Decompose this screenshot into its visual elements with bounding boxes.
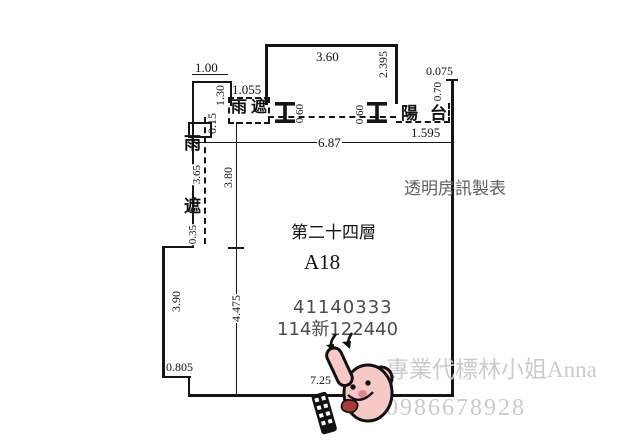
dim-wall-gap: 0.075 — [426, 64, 453, 78]
dim-top-width: 3.60 — [316, 49, 339, 64]
watermark-maker: 透明房訊製表 — [404, 179, 506, 198]
top-box-top-wall — [266, 44, 397, 47]
dim-bottom-width: 7.25 — [310, 373, 331, 387]
vertical-dim-line — [236, 122, 237, 396]
left-step-wall — [162, 246, 194, 248]
dim-left-wall-length: 3.90 — [169, 291, 183, 312]
right-wall — [451, 79, 454, 397]
top-box-right-wall — [395, 44, 398, 104]
dim-balcony-depth: 0.70 — [432, 82, 444, 102]
dim-canopy-width: 1.055 — [232, 82, 262, 97]
dim-side-canopy-length: 3.65 — [191, 164, 204, 186]
right-wall-top-tick — [446, 79, 458, 81]
dim-column-right: 0.60 — [354, 105, 366, 125]
floor-label: 第二十四層 — [291, 223, 376, 242]
dim-bottom-step: 0.805 — [165, 360, 194, 374]
canopy-row-dashed-line — [268, 116, 396, 118]
small-box-top-wall — [192, 81, 232, 83]
canopy-dashed-box — [228, 97, 270, 124]
canopy-notch-box — [188, 122, 212, 138]
i-beam-column-icon — [367, 102, 387, 123]
balcony-label-right: 台 — [430, 104, 447, 123]
balcony-dashed-right — [448, 103, 450, 123]
balcony-dashed-bottom — [396, 121, 450, 123]
dim-column-left: 0.60 — [294, 104, 306, 124]
dim-underline-1-00 — [192, 74, 228, 75]
canopy-label: 雨遮 — [231, 99, 272, 116]
bottom-step-vertical — [188, 376, 190, 396]
registry-number-2: 114新122440 — [277, 319, 399, 340]
dim-top-left-width: 1.00 — [195, 60, 218, 75]
small-box-right-wall — [230, 81, 232, 106]
dim-balcony-width: 1.595 — [411, 125, 441, 140]
balcony-label-left: 陽 — [401, 104, 418, 123]
vertical-dim-tick — [228, 247, 244, 249]
dim-upper-room-depth: 3.80 — [221, 166, 235, 189]
dim-interior-width: 6.87 — [317, 135, 342, 150]
thumbs-up-face-sticker-icon — [311, 346, 394, 435]
registry-number-1: 41140333 — [293, 297, 393, 318]
watermark-phone: 0986678928 — [386, 395, 526, 421]
dim-side-canopy-step: 0.35 — [187, 224, 200, 246]
side-canopy-char-bottom: 遮 — [184, 197, 201, 216]
dim-canopy-gap: 0.15 — [205, 113, 219, 134]
watermark-agent: 專業代標林小姐Anna — [386, 357, 597, 382]
left-wall — [162, 246, 165, 378]
dim-right-inset-depth: 2.395 — [376, 51, 390, 78]
dim-lower-room-depth: 4.475 — [229, 294, 243, 323]
i-beam-column-icon — [275, 102, 295, 123]
bottom-step-horizontal — [162, 376, 191, 378]
side-canopy-char-top: 雨 — [184, 134, 201, 153]
top-box-left-wall — [265, 44, 268, 105]
dim-canopy-depth: 1.30 — [213, 85, 227, 106]
side-canopy-dashed-line — [204, 117, 206, 244]
unit-label: A18 — [304, 250, 341, 274]
